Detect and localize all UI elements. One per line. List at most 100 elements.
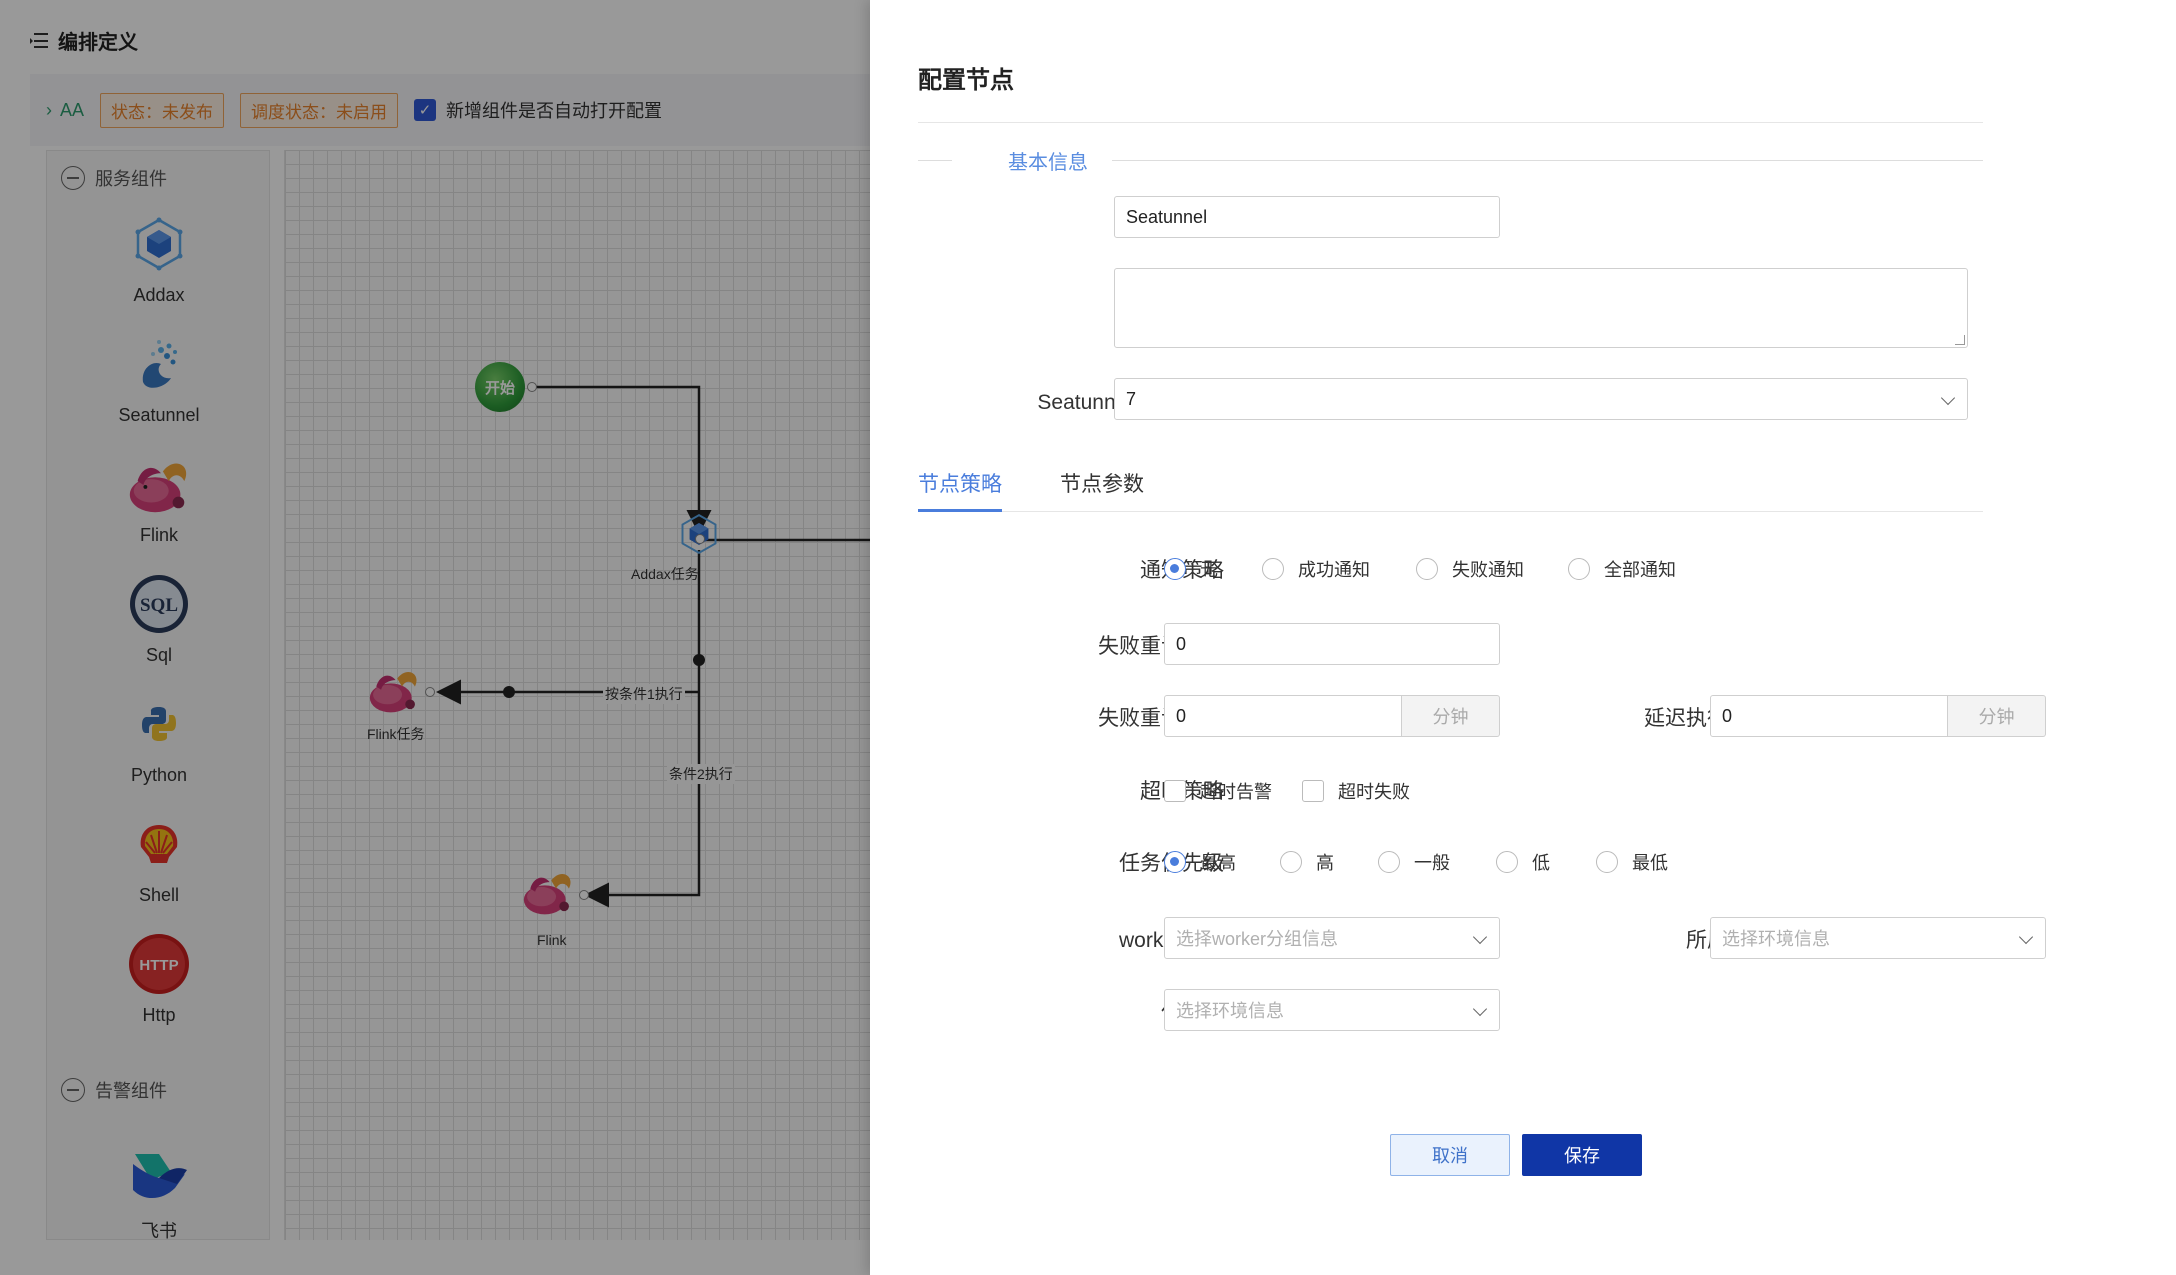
chevron-right-icon: › <box>46 99 52 120</box>
env-select[interactable]: 选择环境信息 <box>1710 917 2046 959</box>
radio-icon <box>1262 558 1284 580</box>
check-icon: ✓ <box>414 99 437 121</box>
palette-item-addax[interactable]: Addax <box>47 209 271 306</box>
task-group-placeholder: 选择环境信息 <box>1176 1001 1284 1021</box>
radio-icon <box>1164 558 1186 580</box>
edge-label-condition-2[interactable]: 条件2执行 <box>667 764 735 784</box>
workflow-editor: 编排定义 › AA 状态：未发布 调度状态：未启用 ✓ 新增组件是否自动打开配置… <box>0 0 870 1275</box>
palette-item-label: 飞书 <box>141 1221 177 1241</box>
config-node-drawer: 配置节点 基本信息 *名称 Seatunnel 描述 Seatunnel任务 7… <box>870 0 2176 1275</box>
tab-node-params[interactable]: 节点参数 <box>1060 473 1144 496</box>
menu-fold-icon[interactable] <box>30 32 48 49</box>
notify-option-label: 失败通知 <box>1452 560 1524 580</box>
delay-input[interactable]: 0 <box>1710 695 1948 737</box>
radio-icon <box>1164 851 1186 873</box>
delay-value: 0 <box>1722 705 1733 726</box>
timeout-option-fail[interactable]: 超时失败 <box>1302 778 1410 804</box>
radio-icon <box>1496 851 1518 873</box>
auto-open-checkbox[interactable]: ✓ 新增组件是否自动打开配置 <box>414 97 662 123</box>
palette-item-http[interactable]: HTTP Http <box>47 929 271 1026</box>
drawer-title: 配置节点 <box>918 67 1014 94</box>
radio-icon <box>1596 851 1618 873</box>
svg-text:HTTP: HTTP <box>139 957 178 974</box>
chevron-down-icon <box>1472 929 1488 945</box>
palette-item-seatunnel[interactable]: Seatunnel <box>47 329 271 426</box>
cancel-button[interactable]: 取消 <box>1390 1134 1510 1176</box>
svg-text:SQL: SQL <box>140 595 178 616</box>
retry-interval-input[interactable]: 0 <box>1164 695 1402 737</box>
palette-item-sql[interactable]: SQL Sql <box>47 569 271 666</box>
breadcrumb[interactable]: › AA <box>46 100 84 121</box>
notify-option-success[interactable]: 成功通知 <box>1262 556 1370 582</box>
component-palette: 服务组件 Addax Seatunnel Flink SQL Sql <box>46 150 271 1243</box>
worker-placeholder: 选择worker分组信息 <box>1176 929 1339 949</box>
priority-option-label: 高 <box>1316 853 1334 873</box>
start-node-label: 开始 <box>484 379 515 397</box>
editor-header: 编排定义 <box>30 26 138 55</box>
palette-item-flink[interactable]: Flink <box>47 449 271 546</box>
worker-select[interactable]: 选择worker分组信息 <box>1164 917 1500 959</box>
workflow-canvas[interactable]: 开始 Addax任务 Flink任务 Flink 按条件1执行 条件2执行 <box>284 150 870 1240</box>
schedule-status-badge: 调度状态：未启用 <box>240 92 399 128</box>
shell-icon <box>124 809 194 879</box>
palette-item-label: Python <box>130 765 188 785</box>
addax-icon <box>124 209 194 279</box>
workflow-edges <box>436 385 870 908</box>
flink-task-node-label: Flink任务 <box>367 726 425 742</box>
priority-option-label: 低 <box>1532 853 1550 873</box>
chevron-down-icon <box>1940 390 1956 406</box>
palette-item-label: Http <box>142 1005 176 1025</box>
alert-group-header[interactable]: 告警组件 <box>61 1077 167 1103</box>
addax-port[interactable] <box>695 534 705 544</box>
seatunnel-task-value: 7 <box>1126 388 1137 409</box>
service-group-header[interactable]: 服务组件 <box>61 165 167 191</box>
editor-toolbar: › AA 状态：未发布 调度状态：未启用 ✓ 新增组件是否自动打开配置 <box>30 74 870 146</box>
tab-node-policy[interactable]: 节点策略 <box>918 473 1002 496</box>
retry-count-input[interactable]: 0 <box>1164 623 1500 665</box>
priority-option-lowest[interactable]: 最低 <box>1596 849 1668 875</box>
delay-unit: 分钟 <box>1948 695 2046 737</box>
notify-option-fail[interactable]: 失败通知 <box>1416 556 1524 582</box>
palette-item-shell[interactable]: Shell <box>47 809 271 906</box>
env-placeholder: 选择环境信息 <box>1722 929 1830 949</box>
timeout-option-alert[interactable]: 超时告警 <box>1164 778 1272 804</box>
priority-option-high[interactable]: 高 <box>1280 849 1334 875</box>
edge-label-condition-1[interactable]: 按条件1执行 <box>603 684 685 704</box>
retry-count-value: 0 <box>1176 633 1187 654</box>
seatunnel-icon <box>124 329 194 399</box>
chevron-down-icon <box>2018 929 2034 945</box>
palette-item-feishu[interactable]: 飞书 <box>47 1141 271 1243</box>
notify-option-all[interactable]: 全部通知 <box>1568 556 1676 582</box>
name-input-value: Seatunnel <box>1126 206 1208 227</box>
palette-item-label: Addax <box>133 285 185 305</box>
start-port[interactable] <box>527 382 537 392</box>
palette-item-label: Shell <box>138 885 180 905</box>
seatunnel-task-select[interactable]: 7 <box>1114 378 1968 420</box>
http-icon: HTTP <box>124 929 194 999</box>
flink-port[interactable] <box>579 890 589 900</box>
feishu-icon <box>124 1141 194 1211</box>
radio-icon <box>1280 851 1302 873</box>
flink-node[interactable] <box>519 862 577 920</box>
collapse-icon <box>61 1078 85 1102</box>
title-divider <box>918 122 1983 123</box>
resize-handle-icon[interactable] <box>1955 335 1965 345</box>
notify-option-none[interactable]: 无 <box>1164 556 1218 582</box>
start-node[interactable]: 开始 <box>475 362 525 412</box>
flink-task-node[interactable] <box>365 660 423 718</box>
name-input[interactable]: Seatunnel <box>1114 196 1500 238</box>
save-button[interactable]: 保存 <box>1522 1134 1642 1176</box>
palette-item-python[interactable]: Python <box>47 689 271 786</box>
radio-icon <box>1378 851 1400 873</box>
flink-task-port[interactable] <box>425 687 435 697</box>
flink-squirrel-icon <box>523 873 571 915</box>
priority-option-normal[interactable]: 一般 <box>1378 849 1450 875</box>
editor-title: 编排定义 <box>58 32 138 54</box>
chevron-down-icon <box>1472 1001 1488 1017</box>
priority-option-low[interactable]: 低 <box>1496 849 1550 875</box>
flink-node-label: Flink <box>537 932 567 948</box>
priority-option-highest[interactable]: 最高 <box>1164 849 1236 875</box>
desc-textarea[interactable] <box>1114 268 1968 348</box>
task-group-select[interactable]: 选择环境信息 <box>1164 989 1500 1031</box>
retry-interval-value: 0 <box>1176 705 1187 726</box>
